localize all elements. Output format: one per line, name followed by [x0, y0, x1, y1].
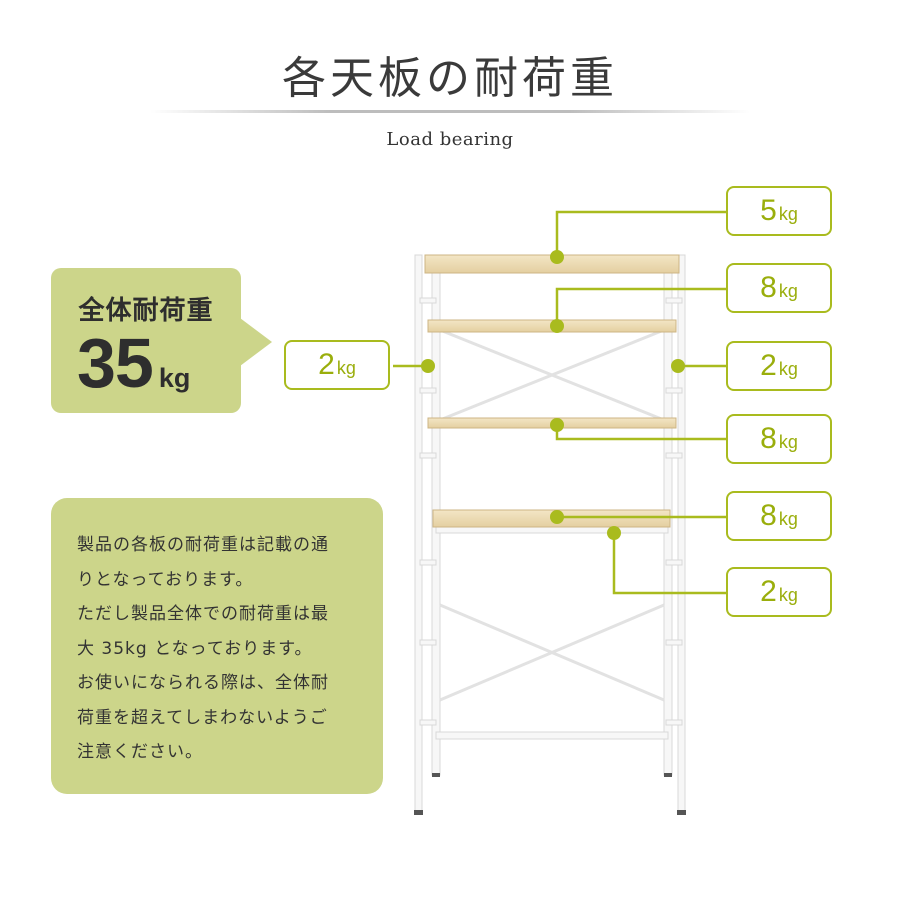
- leader-dot: [671, 359, 685, 373]
- load-value: 2: [760, 349, 777, 382]
- load-unit: kg: [778, 432, 798, 452]
- leader-line-shelf-2: [555, 287, 726, 326]
- note-box: 製品の各板の耐荷重は記載の通 りとなっております。 ただし製品全体での耐荷重は最…: [51, 498, 383, 794]
- rack-rung: [665, 719, 683, 726]
- rack-rung: [665, 559, 683, 566]
- rack-foot: [414, 810, 423, 815]
- leader-line-top-shelf: [555, 210, 726, 257]
- rack-shelves: [424, 254, 680, 528]
- title-divider: [150, 110, 750, 113]
- load-unit: kg: [778, 281, 798, 301]
- rack-post-right-rear: [677, 254, 686, 813]
- total-load-label: 全体耐荷重: [78, 296, 214, 326]
- total-callout-pointer: [240, 318, 272, 366]
- rack-rung: [419, 297, 437, 304]
- page-title: 各天板の耐荷重: [282, 53, 618, 104]
- rack-rung: [419, 559, 437, 566]
- load-unit: kg: [336, 358, 356, 378]
- rack-foot: [664, 773, 672, 777]
- note-text: 製品の各板の耐荷重は記載の通 りとなっております。 ただし製品全体での耐荷重は最…: [77, 535, 329, 762]
- page-subtitle: Load bearing: [386, 129, 514, 150]
- rack-rung: [665, 452, 683, 459]
- rack-foot: [677, 810, 686, 815]
- rack-rung: [419, 639, 437, 646]
- rack-post-left-rear: [414, 254, 423, 813]
- load-unit: kg: [778, 509, 798, 529]
- rack-rung: [419, 387, 437, 394]
- rack-rung: [665, 297, 683, 304]
- load-value: 8: [760, 271, 777, 304]
- leader-dots: [421, 250, 685, 540]
- leader-dot: [421, 359, 435, 373]
- rack-rung: [665, 387, 683, 394]
- rack-mid-bar: [435, 526, 669, 534]
- rack-rung: [419, 719, 437, 726]
- leader-dot: [550, 250, 564, 264]
- rack-rung: [665, 639, 683, 646]
- rack-bottom-bar: [435, 731, 669, 740]
- rack-cross-braces: [439, 328, 665, 702]
- leader-dot: [550, 319, 564, 333]
- load-unit: kg: [778, 359, 798, 379]
- leader-dot: [550, 418, 564, 432]
- rack-rung: [419, 452, 437, 459]
- load-unit: kg: [778, 585, 798, 605]
- total-load-unit: kg: [158, 363, 191, 393]
- total-load-number: 35: [77, 324, 154, 402]
- load-value: 5: [760, 194, 777, 227]
- load-value: 8: [760, 422, 777, 455]
- load-value: 2: [318, 348, 335, 381]
- rack-foot: [432, 773, 440, 777]
- leader-line-mid-bar: [612, 533, 726, 595]
- load-unit: kg: [778, 204, 798, 224]
- leader-dot: [550, 510, 564, 524]
- leader-dot: [607, 526, 621, 540]
- load-value: 2: [760, 575, 777, 608]
- load-value: 8: [760, 499, 777, 532]
